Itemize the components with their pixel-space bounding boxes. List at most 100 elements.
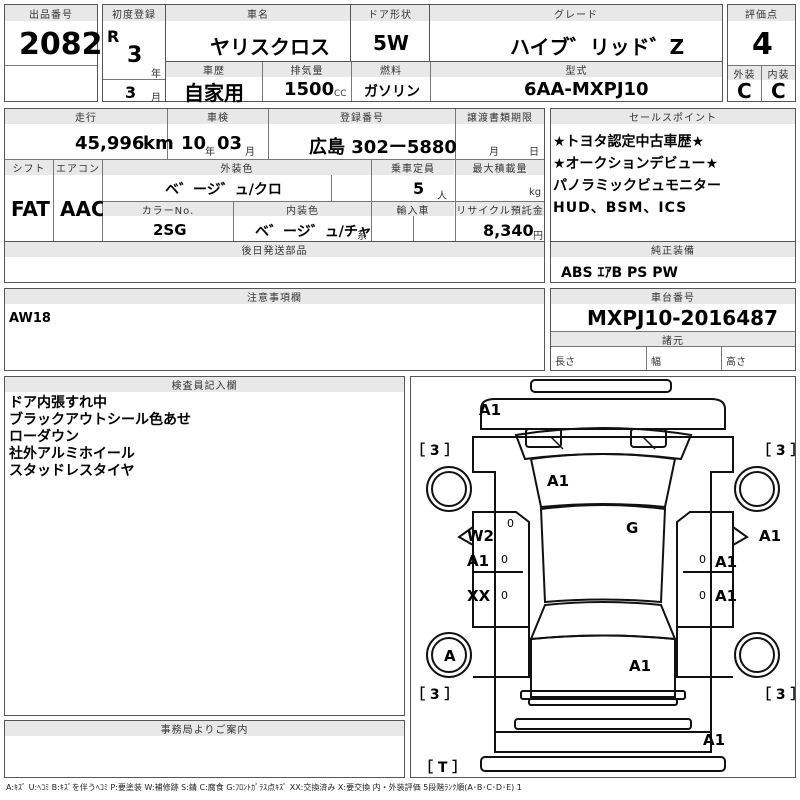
- month-unit: 月: [151, 93, 161, 104]
- specifications-label: 諸元: [551, 332, 795, 346]
- later-parts-label: 後日発送部品: [5, 242, 544, 257]
- later-parts-box: 後日発送部品: [4, 241, 545, 283]
- mark-zero: 0: [699, 553, 706, 566]
- car-outline: [426, 379, 780, 772]
- damage-legend: A:ｷｽﾞ U:ﾍｺﾐ B:ｷｽﾞを伴うﾍｺﾐ P:要塗装 W:補修跡 S:錆 …: [6, 783, 522, 792]
- lot-number: 2082: [19, 27, 103, 62]
- color-number: 2SG: [153, 221, 187, 239]
- mark-left-front-door: W2: [467, 527, 494, 545]
- mileage-label: 走行: [5, 109, 167, 124]
- interior-grade: C: [771, 79, 786, 103]
- mark-zero: 0: [501, 553, 508, 566]
- grade: ハイブ゛リッド゛Z: [510, 35, 685, 59]
- car-name-label: 車名: [166, 5, 350, 21]
- interior-label: 内装: [762, 66, 795, 80]
- mark-roof-glass: G: [626, 519, 639, 537]
- mileage-unit: km: [143, 133, 174, 154]
- inspector-note: ローダウン: [9, 429, 79, 445]
- inspector-note: ブラックアウトシール色あせ: [9, 412, 191, 428]
- era-letter: R: [107, 27, 120, 46]
- chassis-number-label: 車台番号: [551, 289, 795, 304]
- mark-left-rear-door: XX: [467, 587, 491, 605]
- office-notes-box: 事務局よりご案内: [4, 720, 405, 778]
- registration-month: 3: [125, 83, 137, 102]
- width-label: 幅: [651, 357, 661, 368]
- interior-color-suffix: 系: [357, 231, 367, 242]
- mark-left-rear-wheel: A: [444, 647, 456, 665]
- displacement: 1500: [284, 79, 335, 100]
- office-notes-label: 事務局よりご案内: [5, 721, 404, 736]
- vehicle-details: 走行 車検 登録番号 譲渡書類期限 45,996 km 10 年 03 月 広島…: [4, 108, 545, 242]
- ac: AAC: [60, 197, 106, 221]
- inspection-month-unit: 月: [245, 147, 255, 158]
- transfer-label: 譲渡書類期限: [456, 109, 544, 124]
- car-name-box: 車名 ヤリスクロス: [165, 4, 351, 62]
- model-code: 6AA-MXPJ10: [524, 79, 649, 100]
- damage-diagram: A1 A1 G W2 A1 XX A1 A1 A1 A A1 A1 ［ 3 ］ …: [410, 376, 800, 778]
- genuine-equipment-label: 純正装備: [551, 242, 795, 257]
- model-code-label: 型式: [431, 62, 722, 77]
- chassis-box: 車台番号 MXPJ10-2016487 諸元 長さ 幅 高さ: [550, 288, 796, 371]
- door-box: ドア形状 5W: [350, 4, 430, 62]
- exterior-grade: C: [737, 79, 752, 103]
- grade-box: グレード ハイブ゛リッド゛Z: [429, 4, 723, 62]
- selling-point: パノラミックビュモニター: [553, 178, 721, 194]
- interior-color-label: 内装色: [234, 202, 371, 216]
- genuine-equipment-box: 純正装備 ABS ｴｱB PS PW: [550, 241, 796, 283]
- inspector-note: ドア内張すれ中: [9, 395, 107, 411]
- door-type: 5W: [373, 31, 409, 55]
- score-label: 評価点: [728, 5, 795, 21]
- capacity-label: 乗車定員: [372, 160, 454, 175]
- registration-year: 3: [127, 43, 143, 68]
- mark-front-top: A1: [479, 401, 502, 419]
- inspection-month: 03: [217, 133, 243, 154]
- selling-point: HUD、BSM、ICS: [553, 200, 688, 216]
- caution-label: 注意事項欄: [5, 289, 544, 304]
- transfer-day-unit: 日: [529, 147, 539, 158]
- tire-rear-right: ［ 3 ］: [757, 687, 800, 703]
- selling-point: ★オークションデビュー★: [553, 156, 719, 172]
- inspection-label: 車検: [168, 109, 268, 124]
- tire-front-left: ［ 3 ］: [411, 443, 459, 459]
- door-label: ドア形状: [351, 5, 429, 21]
- lot-number-label: 出品番号: [5, 5, 97, 21]
- shift-label: シフト: [5, 160, 53, 175]
- inspection-year-unit: 年: [205, 147, 215, 158]
- grade-label: グレード: [430, 5, 722, 21]
- score-box: 評価点 4 外装 内装 C C: [727, 4, 796, 103]
- recycle-fee: 8,340: [483, 221, 534, 240]
- genuine-equipment: ABS ｴｱB PS PW: [561, 265, 678, 281]
- tire-rear-left: ［ 3 ］: [411, 687, 459, 703]
- mark-right-front-door: A1: [715, 553, 738, 571]
- payload-label: 最大積載量: [456, 160, 544, 175]
- capacity: 5: [413, 179, 425, 198]
- ac-label: エアコン: [54, 160, 102, 175]
- lot-number-box: 出品番号 2082: [4, 4, 103, 102]
- exterior-label: 外装: [728, 66, 761, 80]
- history-label: 車歴: [166, 62, 262, 77]
- first-registration-box: 初度登録 R 3 年 3 月: [102, 4, 166, 104]
- history: 自家用: [184, 81, 244, 105]
- mark-zero: 0: [501, 589, 508, 602]
- recycle-label: リサイクル預託金: [456, 202, 544, 216]
- length-label: 長さ: [555, 357, 575, 368]
- spare-tire: ［ T ］: [419, 760, 467, 776]
- fuel-label: 燃料: [352, 62, 430, 77]
- color-number-label: カラーNo.: [103, 202, 233, 216]
- mark-zero: 0: [507, 517, 514, 530]
- displacement-unit: CC: [334, 89, 347, 99]
- import-label: 輸入車: [372, 202, 454, 216]
- score: 4: [752, 27, 773, 62]
- fuel: ガソリン: [364, 84, 420, 100]
- selling-points-box: セールスポイント ★トヨタ認定中古車歴★ ★オークションデビュー★ パノラミック…: [550, 108, 796, 242]
- chassis-number: MXPJ10-2016487: [587, 306, 778, 330]
- transfer-month-unit: 月: [489, 147, 499, 158]
- spec-strip: 車歴 排気量 燃料 型式 自家用 1500 CC ガソリン 6AA-MXPJ10: [165, 61, 723, 105]
- first-registration-label: 初度登録: [103, 5, 165, 21]
- year-unit: 年: [151, 69, 161, 80]
- inspector-notes-box: 検査員記入欄 ドア内張すれ中 ブラックアウトシール色あせ ローダウン 社外アルミ…: [4, 376, 405, 716]
- inspector-note: 社外アルミホイール: [9, 446, 135, 462]
- mark-hood: A1: [547, 472, 570, 490]
- plate-label: 登録番号: [269, 109, 455, 124]
- inspector-notes-label: 検査員記入欄: [5, 377, 404, 392]
